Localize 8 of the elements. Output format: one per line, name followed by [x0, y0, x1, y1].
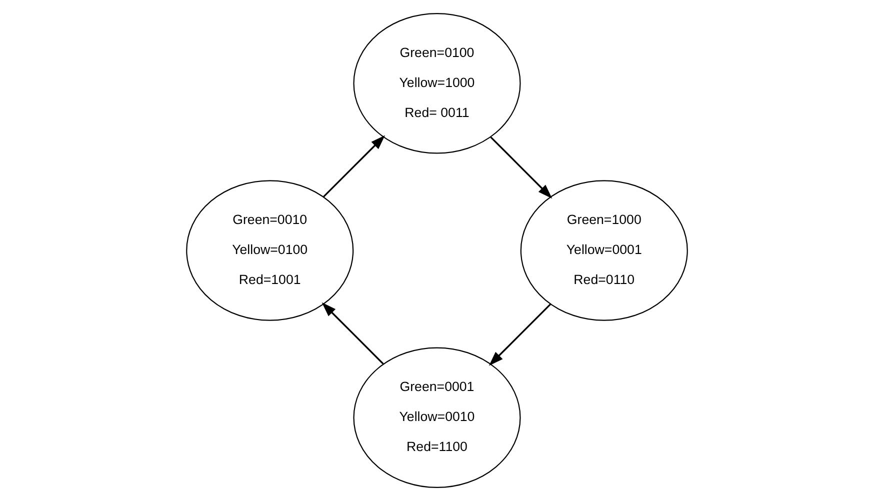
arrow — [321, 302, 384, 364]
node-ellipse: Green=1000 Yellow=0001 Red=0110 — [520, 180, 688, 320]
arrow — [322, 134, 385, 197]
arrow — [490, 136, 552, 198]
arrow — [488, 303, 550, 366]
node-ellipse: Green=0001 Yellow=0010 Red=1100 — [352, 346, 520, 488]
node-ellipse: Green=0100 Yellow=1000 Red= 0011 — [352, 12, 520, 154]
node-ellipse: Green=0010 Yellow=0100 Red=1001 — [186, 180, 354, 320]
